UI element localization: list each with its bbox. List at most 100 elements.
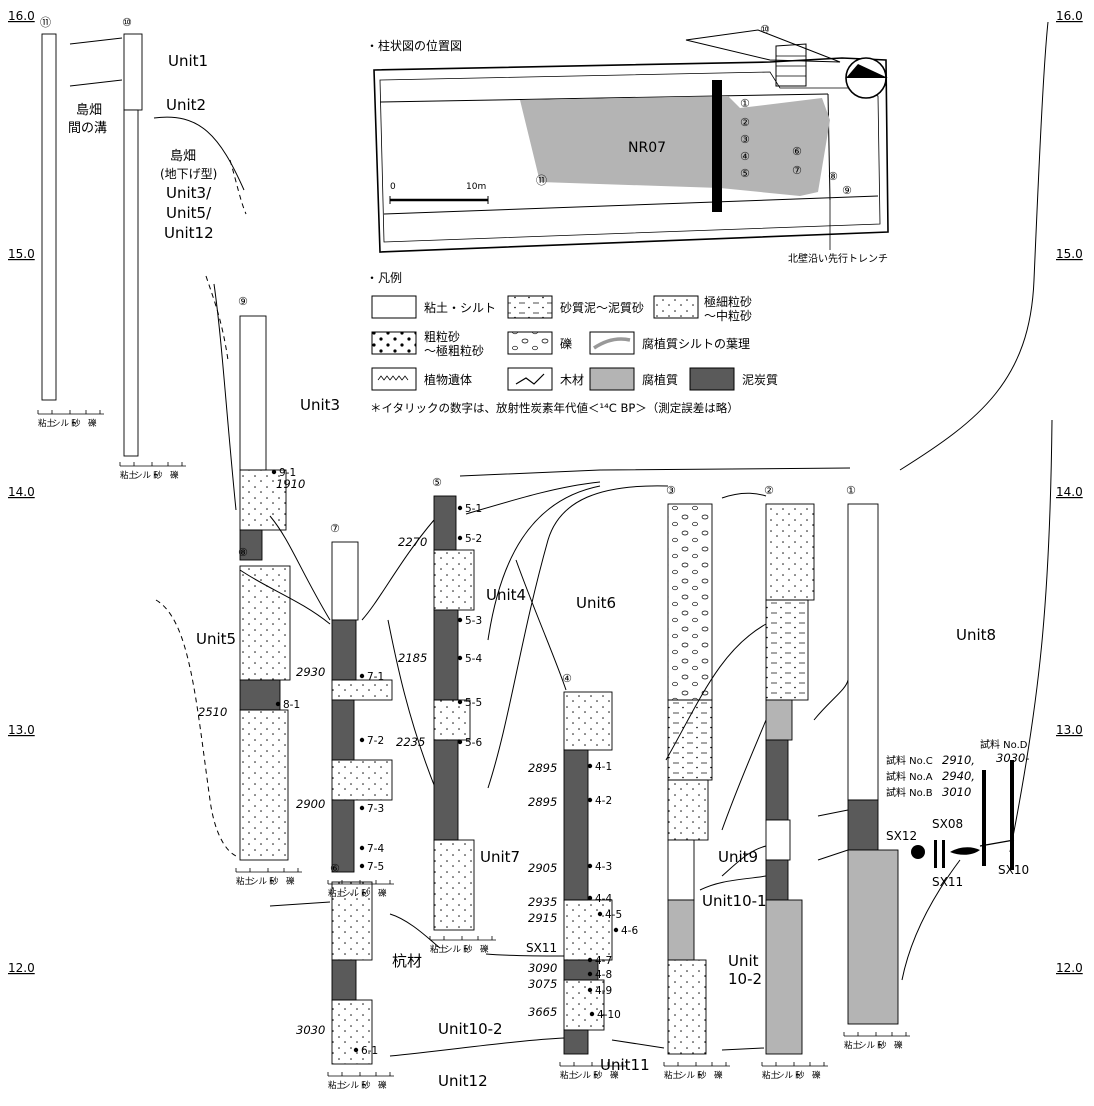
sample-label: 5-4 [465,653,482,665]
layer-sandymud [668,700,712,780]
layer-clay [848,504,878,800]
layer-fine [434,840,474,930]
sample-dot [590,1012,594,1016]
svg-text:⑤: ⑤ [740,167,750,180]
sample-label: 4-6 [621,925,638,937]
grain-scale-label: 砂 [464,944,473,955]
svg-text:腐植質: 腐植質 [642,372,678,387]
sample-point: 5-4 [458,653,483,665]
grain-scale-label: 礫 [88,418,97,429]
column-number-label: ② [764,484,774,497]
map-marker-10: ⑩ [760,23,770,36]
column-10: ②粘土シルト砂礫 [762,484,828,1081]
column-1: ⑪粘土シルト砂礫 [38,16,104,429]
elev-13-left: 13.0 [8,723,35,737]
layer-fine [766,504,814,600]
column-number-label: ⑥ [330,862,340,875]
age-label: 3665 [528,1005,557,1019]
feature-annotations: 試料 No.C 試料 No.A 試料 No.B 試料 No.D 2910, 29… [886,738,1029,889]
svg-text:②: ② [740,116,750,129]
unit-label-unit11: Unit11 [600,1056,650,1074]
sample-point: 4-2 [588,795,612,807]
grain-scale-label: 礫 [714,1070,723,1081]
layer-peat [564,1030,588,1054]
age-label: 2905 [528,861,557,875]
layer-clay [240,316,266,470]
location-map: ・柱状図の位置図 NR07 0 10m 北壁沿い先行トレンチ [366,30,888,265]
map-marker-2: ② [740,116,750,129]
svg-text:④: ④ [740,150,750,163]
age-label: 2915 [528,911,557,925]
layer-fine [240,710,288,860]
sample-label: 4-3 [595,861,612,873]
svg-text:⑩: ⑩ [760,23,770,36]
grain-scale-label: 礫 [378,888,387,899]
layer-humic [668,900,694,960]
sample-dot [272,470,276,474]
grain-scale-label: 砂 [878,1040,887,1051]
sample-point: 7-3 [360,803,384,815]
dashed-lines [156,160,246,856]
layer-peat [848,800,878,850]
unit-label-unit6: Unit6 [576,594,616,612]
age-label: 2270 [398,535,427,549]
unit-label-island-field-2: 島畑 [170,149,196,164]
age-label: 2510 [198,705,227,719]
grain-scale-label: 砂 [270,876,279,887]
map-feature-nr07: NR07 [628,140,666,156]
column-number-label: ⑦ [330,522,340,535]
svg-text:⑥: ⑥ [792,145,802,158]
svg-text:①: ① [740,97,750,110]
sample-point: 7-4 [360,843,385,855]
layer-clay [42,34,56,400]
age-label: 2935 [528,895,557,909]
elev-12-left: 12.0 [8,961,35,975]
sample-dot [588,764,592,768]
unit-label-sx11: SX11 [526,941,557,955]
svg-text:木材: 木材 [560,373,584,387]
sample-dot [276,702,280,706]
svg-text:⑪: ⑪ [536,174,547,187]
legend-item-coarsesand: 粗粒砂 ～極粗粒砂 [372,329,484,358]
layer-fine [240,566,290,680]
map-marker-11: ⑪ [536,174,547,187]
note-age-c: 2910, [942,753,975,767]
unit-label-island-field: 島畑 [76,103,102,118]
sample-dot [458,700,462,704]
svg-text:極細粒砂: 極細粒砂 [704,294,752,309]
age-label: 3090 [528,961,557,975]
legend-item-wood: 木材 [508,368,584,390]
grain-scale-label: 礫 [286,876,295,887]
grain-size-scale: 粘土シルト砂礫 [430,936,496,955]
elev-13-right: 13.0 [1056,723,1083,737]
sample-label: 6-1 [361,1045,378,1057]
map-marker-4: ④ [740,150,750,163]
grain-scale-label: 礫 [378,1080,387,1091]
sample-dot [588,798,592,802]
column-number-label: ⑨ [238,295,248,308]
sample-label: 4-8 [595,969,612,981]
map-scale-end: 10m [466,182,486,192]
grain-size-scale: 粘土シルト砂礫 [844,1032,910,1051]
map-trench-note: 北壁沿い先行トレンチ [788,252,888,265]
sample-label: 4-7 [595,955,612,967]
feature-label-sx12: SX12 [886,829,917,843]
svg-text:～極粗粒砂: ～極粗粒砂 [424,343,484,358]
map-heading: ・柱状図の位置図 [366,38,462,53]
legend-item-lamina: 腐植質シルトの葉理 [590,332,750,354]
layer-peat [766,860,788,900]
sample-dot [588,896,592,900]
layer-clay [668,840,694,900]
unit-label-subsided: (地下げ型) [160,167,217,181]
column-9: ③粘土シルト砂礫 [664,484,730,1081]
age-label: 2185 [398,651,427,665]
svg-text:砂質泥～泥質砂: 砂質泥～泥質砂 [560,300,644,315]
sample-dot [458,506,462,510]
unit-label-unit1: Unit1 [168,52,208,70]
legend-item-humic: 腐植質 [590,368,678,390]
svg-text:植物遺体: 植物遺体 [424,372,472,387]
age-label: 3075 [528,977,557,991]
elev-15-right: 15.0 [1056,247,1083,261]
sample-label: 4-2 [595,795,612,807]
